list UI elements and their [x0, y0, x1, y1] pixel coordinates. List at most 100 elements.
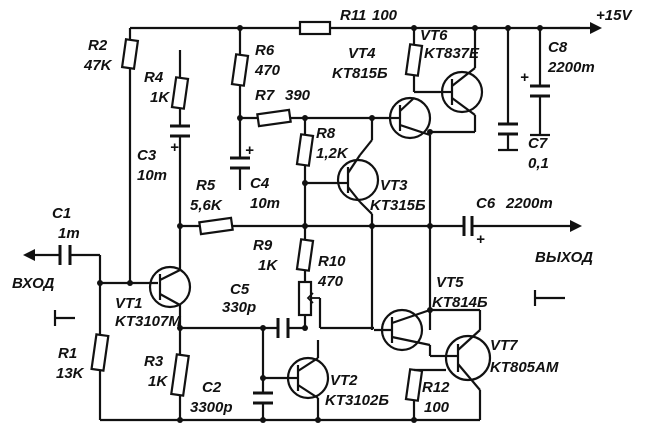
- svg-text:R8: R8: [316, 125, 336, 142]
- r10-resistor: [297, 280, 320, 317]
- svg-text:5,6K: 5,6K: [190, 197, 223, 214]
- svg-text:R7: R7: [255, 87, 275, 104]
- svg-text:C4: C4: [250, 175, 270, 192]
- svg-text:390: 390: [285, 87, 311, 104]
- r7-resistor: [256, 108, 292, 128]
- svg-text:KT814Б: KT814Б: [432, 294, 488, 311]
- svg-text:R4: R4: [144, 69, 164, 86]
- svg-text:R12: R12: [422, 379, 450, 396]
- svg-text:KT815Б: KT815Б: [332, 65, 388, 82]
- c6-capacitor: [462, 216, 474, 236]
- resistors: [90, 20, 424, 402]
- svg-text:1K: 1K: [258, 257, 278, 274]
- r11-resistor: [298, 20, 332, 36]
- svg-text:1m: 1m: [58, 225, 80, 242]
- svg-text:C6: C6: [476, 195, 496, 212]
- labels: +15V ВХОД ВЫХОД R11 100 R2 47K R4 1K R6 …: [12, 7, 633, 416]
- vt3-transistor: [336, 154, 380, 203]
- svg-text:VT7: VT7: [490, 337, 518, 354]
- svg-text:R1: R1: [58, 345, 77, 362]
- vt1-transistor: [148, 265, 192, 309]
- transistors: [148, 67, 492, 400]
- r6-resistor: [230, 53, 250, 87]
- supply-arrow-icon: [590, 22, 602, 34]
- svg-text:R3: R3: [144, 353, 164, 370]
- svg-text:330p: 330p: [222, 299, 256, 316]
- svg-text:47K: 47K: [83, 57, 113, 74]
- svg-text:R2: R2: [88, 37, 108, 54]
- svg-text:+: +: [476, 231, 485, 248]
- vt5-transistor: [374, 308, 431, 352]
- svg-text:VT2: VT2: [330, 372, 358, 389]
- input-label: ВХОД: [12, 275, 55, 292]
- svg-text:KT837E: KT837E: [424, 45, 480, 62]
- svg-text:10m: 10m: [137, 167, 167, 184]
- svg-text:C1: C1: [52, 205, 71, 222]
- r3-resistor: [170, 353, 190, 397]
- svg-text:KT3107M: KT3107M: [115, 313, 181, 330]
- r2-resistor: [120, 38, 140, 70]
- svg-text:KT315Б: KT315Б: [370, 197, 426, 214]
- vt2-transistor: [286, 356, 330, 400]
- r1-resistor: [90, 333, 110, 372]
- svg-text:C3: C3: [137, 147, 157, 164]
- input-arrow-icon: [23, 249, 35, 261]
- svg-text:1K: 1K: [148, 373, 168, 390]
- svg-text:3300p: 3300p: [190, 399, 233, 416]
- vt6-transistor: [440, 67, 484, 116]
- r12-resistor: [404, 368, 424, 402]
- junctions: [97, 25, 543, 423]
- svg-text:VT6: VT6: [420, 27, 448, 44]
- vt7-transistor: [414, 329, 492, 391]
- svg-text:VT3: VT3: [380, 177, 408, 194]
- svg-text:10m: 10m: [250, 195, 280, 212]
- c8-capacitor: [530, 84, 550, 98]
- svg-text:C7: C7: [528, 135, 548, 152]
- svg-text:+: +: [170, 139, 179, 156]
- svg-text:+: +: [520, 69, 529, 86]
- r-vt4-resistor: [404, 43, 424, 77]
- svg-text:R6: R6: [255, 42, 275, 59]
- svg-text:VT5: VT5: [436, 274, 464, 291]
- svg-text:1K: 1K: [150, 89, 170, 106]
- svg-text:0,1: 0,1: [528, 155, 549, 172]
- c2-capacitor: [253, 391, 273, 405]
- svg-text:KT3102Б: KT3102Б: [325, 392, 389, 409]
- output-arrow-icon: [570, 220, 582, 232]
- svg-text:2200m: 2200m: [505, 195, 553, 212]
- ground-marks: [498, 133, 550, 152]
- output-label: ВЫХОД: [535, 249, 593, 266]
- svg-text:C5: C5: [230, 281, 250, 298]
- svg-text:KT805AM: KT805AM: [490, 359, 559, 376]
- svg-text:R5: R5: [196, 177, 216, 194]
- svg-text:C8: C8: [548, 39, 568, 56]
- r8-resistor: [295, 133, 315, 167]
- r9-resistor: [295, 238, 315, 272]
- capacitors: [58, 84, 550, 405]
- svg-text:100: 100: [424, 399, 450, 416]
- svg-text:R11: R11: [340, 7, 366, 24]
- svg-text:470: 470: [317, 273, 344, 290]
- c3-capacitor: [170, 124, 190, 138]
- svg-text:13K: 13K: [56, 365, 85, 382]
- c4-capacitor: [230, 156, 250, 170]
- svg-text:R10: R10: [318, 253, 346, 270]
- supply-label: +15V: [596, 7, 633, 24]
- svg-text:VT4: VT4: [348, 45, 376, 62]
- svg-text:VT1: VT1: [115, 295, 143, 312]
- c1-capacitor: [58, 245, 72, 265]
- r5-resistor: [198, 216, 234, 236]
- svg-text:R9: R9: [253, 237, 273, 254]
- c7-capacitor: [498, 122, 518, 136]
- svg-text:1,2K: 1,2K: [316, 145, 349, 162]
- svg-text:+: +: [245, 142, 254, 159]
- r4-resistor: [170, 76, 190, 110]
- vt4-transistor: [388, 96, 432, 140]
- c5-capacitor: [276, 318, 290, 338]
- polarity-marks: + + + +: [170, 69, 529, 248]
- svg-text:100: 100: [372, 7, 398, 24]
- svg-text:C2: C2: [202, 379, 222, 396]
- svg-text:2200m: 2200m: [547, 59, 595, 76]
- svg-text:470: 470: [254, 62, 281, 79]
